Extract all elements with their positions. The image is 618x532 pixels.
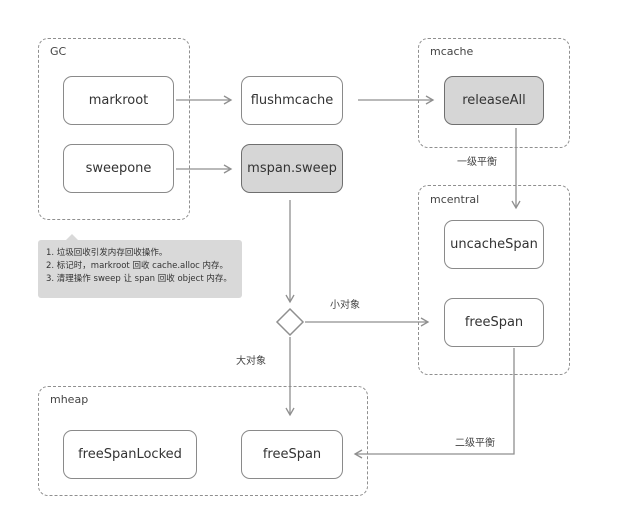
flushmcache-node: flushmcache: [241, 76, 343, 125]
mcentral-group: [418, 185, 570, 375]
edge-freespan-central-to-freespan-heap: [353, 348, 515, 459]
mcache-group: [418, 38, 570, 148]
markroot-node: markroot: [63, 76, 174, 125]
note-line: 3. 清理操作 sweep 让 span 回收 object 内存。: [46, 274, 232, 284]
freespanlocked-node: freeSpanLocked: [63, 430, 197, 479]
note-line: 1. 垃圾回收引发内存回收操作。: [46, 248, 168, 258]
gc-group: [38, 38, 190, 220]
releaseall-node: releaseAll: [444, 76, 544, 125]
level1-balance-label: 一级平衡: [457, 157, 497, 168]
level2-balance-label: 二级平衡: [455, 438, 495, 449]
mcache-group-label: mcache: [430, 45, 474, 58]
small-object-label: 小对象: [330, 300, 360, 311]
note-callout: 1. 垃圾回收引发内存回收操作。 2. 标记时，markroot 回收 cach…: [38, 240, 242, 298]
uncachespan-node: uncacheSpan: [444, 220, 544, 269]
mspan-sweep-node: mspan.sweep: [241, 144, 343, 193]
mheap-group-label: mheap: [50, 393, 89, 406]
size-decision-diamond: [275, 307, 305, 337]
large-object-label: 大对象: [236, 356, 266, 367]
freespan-heap-node: freeSpan: [241, 430, 343, 479]
note-callout-pointer: [66, 234, 78, 240]
sweepone-node: sweepone: [63, 144, 174, 193]
gc-group-label: GC: [50, 45, 67, 58]
mcentral-group-label: mcentral: [430, 193, 480, 206]
mheap-group: [38, 386, 368, 496]
freespan-central-node: freeSpan: [444, 298, 544, 347]
note-line: 2. 标记时，markroot 回收 cache.alloc 内存。: [46, 261, 229, 271]
